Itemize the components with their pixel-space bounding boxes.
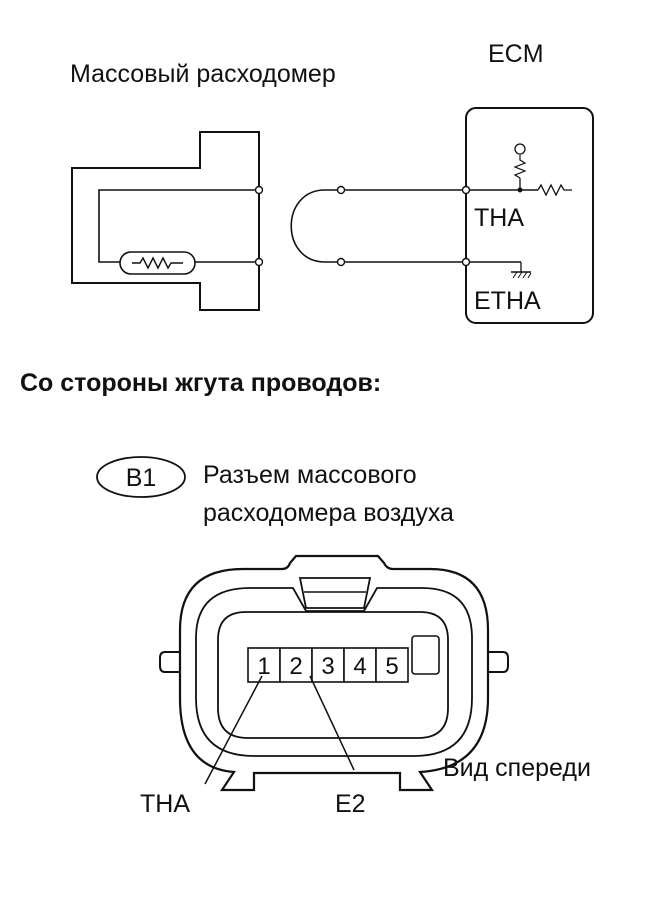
ecm-resistor-icon [537,183,572,197]
connector-key [411,635,440,675]
connector-side-tab-right [488,651,509,673]
connector-inner-cavity [217,611,449,739]
sensor-inner-wire [98,189,259,263]
connector-outer-body [178,554,490,792]
sensor-terminal-top [254,185,264,195]
connector-side-tab-left [159,651,180,673]
connector-title-line1: Разъем массового [203,461,417,489]
ecm-supply-terminal [514,143,526,155]
ecm-terminal-etha [461,257,471,267]
ecm-box [465,107,594,324]
pin-row: 1 2 3 4 5 [247,647,409,683]
callout-tha: THA [140,790,190,818]
connector-latch [298,577,372,609]
harness-terminal-bottom [336,257,346,267]
pin-label: 4 [353,653,366,680]
pin-label: 3 [321,653,334,680]
view-label: Вид спереди [443,754,591,782]
connector-title-line2: расходомера воздуха [203,499,454,527]
callout-e2: E2 [335,790,366,818]
callout-line-e2 [309,675,355,771]
connector-middle-outline [195,587,473,757]
pin-label: 5 [385,653,398,680]
ecm-terminal-tha [461,185,471,195]
sensor-terminal-bottom [254,257,264,267]
thermistor-resistor-icon [132,256,183,270]
connector-id: B1 [126,464,157,492]
thermistor-capsule [119,251,196,275]
connector-id-badge [96,456,186,498]
ground-hatch [512,271,532,279]
tha-label: THA [474,204,524,232]
ecm-label: ECM [488,40,544,68]
pin-label: 1 [257,653,270,680]
sensor-label: Массовый расходомер [70,60,336,88]
harness-terminal-top [336,185,346,195]
harness-heading: Со стороны жгута проводов: [20,369,381,397]
pin-label: 2 [289,653,302,680]
etha-label: ETHA [474,287,541,315]
sensor-housing [71,131,260,311]
ecm-junction-dot [517,187,523,193]
harness-loop [290,189,341,263]
ecm-pullup-resistor-icon [513,155,527,179]
callout-line-tha [204,675,263,785]
pin-5 [375,647,409,683]
